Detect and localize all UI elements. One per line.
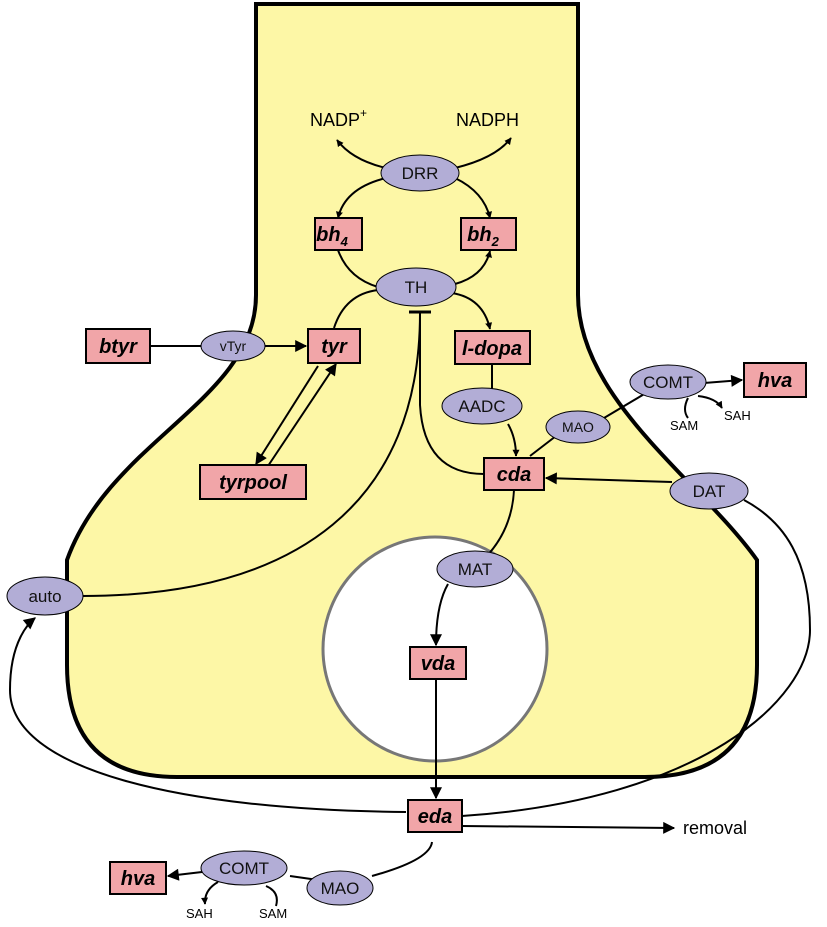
enzyme-label: COMT	[219, 859, 269, 878]
arrow-dat-to-cda	[544, 472, 673, 485]
inhibition-auto-to-th	[81, 312, 421, 597]
line-mao-to-comt	[603, 392, 647, 419]
arrow-mat-to-vda	[430, 583, 449, 647]
label-sah-top: SAH	[724, 408, 751, 423]
metabolite-vda[interactable]: vda	[409, 646, 467, 680]
metabolite-hva-bottom[interactable]: hva	[109, 861, 167, 895]
inhibition-cda-to-th	[419, 313, 485, 475]
enzyme-mao-bottom[interactable]: MAO	[306, 870, 374, 906]
enzyme-auto[interactable]: auto	[6, 576, 84, 616]
enzyme-label: TH	[405, 278, 428, 297]
label-nadph: NADPH	[456, 110, 519, 130]
metabolite-label: cda	[497, 464, 531, 486]
enzyme-label: vTyr	[220, 338, 247, 354]
line-eda-to-dat	[461, 499, 812, 817]
metabolite-cda[interactable]: cda	[483, 457, 545, 491]
metabolite-bh4[interactable]: bh4	[314, 217, 363, 251]
label-removal: removal	[683, 818, 747, 838]
arrow-tyr-to-tyrpool	[255, 365, 319, 466]
metabolite-label: vda	[421, 653, 455, 675]
line-cda-to-mao	[529, 435, 557, 457]
enzyme-aadc[interactable]: AADC	[441, 387, 523, 425]
metabolite-tyr[interactable]: tyr	[307, 328, 361, 364]
label-sah-bottom: SAH	[186, 906, 213, 921]
metabolite-label: tyr	[321, 336, 348, 358]
enzyme-comt-top[interactable]: COMT	[629, 364, 707, 400]
arrow-aadc-to-cda	[507, 423, 520, 457]
arrow-eda-to-auto	[8, 617, 407, 813]
arrow-th-to-bh2	[454, 250, 492, 285]
label-sam-top: SAM	[670, 418, 698, 433]
arc-bh4-to-th	[337, 249, 379, 288]
arrow-drr-to-bh2	[454, 177, 492, 219]
enzyme-th[interactable]: TH	[375, 267, 457, 307]
metabolite-label: hva	[121, 868, 155, 890]
label-sam-bottom: SAM	[259, 906, 287, 921]
enzyme-label: MAT	[458, 560, 493, 579]
metabolite-label: bh2	[467, 224, 499, 249]
metabolite-label: hva	[758, 370, 792, 392]
arrow-sah-top	[697, 395, 723, 409]
arrow-comt-to-hva	[703, 374, 744, 387]
enzyme-comt-bottom[interactable]: COMT	[200, 850, 288, 886]
enzyme-vtyr[interactable]: vTyr	[200, 330, 266, 362]
metabolite-label: bh4	[316, 224, 348, 249]
metabolite-hva-top[interactable]: hva	[743, 362, 807, 398]
enzyme-label: auto	[28, 587, 61, 606]
metabolite-tyrpool[interactable]: tyrpool	[199, 464, 307, 500]
arrow-drr-to-bh4	[336, 177, 387, 219]
line-sam-bottom	[265, 885, 278, 907]
arrow-sah-bottom	[201, 881, 219, 905]
metabolite-eda[interactable]: eda	[407, 799, 463, 833]
arrow-eda-to-removal	[461, 821, 676, 834]
metabolite-label: btyr	[99, 336, 138, 358]
enzyme-label: COMT	[643, 373, 693, 392]
metabolite-label: eda	[418, 806, 452, 828]
arrow-tyrpool-to-tyr	[267, 363, 337, 467]
enzyme-mat[interactable]: MAT	[436, 550, 514, 588]
enzyme-drr[interactable]: DRR	[380, 154, 460, 192]
enzyme-mao-top[interactable]: MAO	[545, 410, 611, 444]
enzyme-label: DRR	[402, 164, 439, 183]
label-nadp: NADP+	[310, 106, 367, 130]
metabolite-bh2[interactable]: bh2	[460, 217, 517, 251]
enzyme-label: AADC	[458, 397, 505, 416]
enzyme-label: MAO	[321, 879, 360, 898]
arrow-drr-to-nadp	[336, 139, 387, 169]
enzyme-dat[interactable]: DAT	[669, 472, 749, 510]
enzyme-label: MAO	[562, 419, 594, 435]
arrow-comt-to-hva-bottom	[166, 868, 203, 881]
metabolite-btyr[interactable]: btyr	[85, 328, 151, 364]
metabolite-ldopa[interactable]: l-dopa	[454, 330, 531, 365]
arc-tyr-to-th	[333, 289, 379, 329]
arrow-th-to-ldopa	[451, 292, 493, 330]
arrow-drr-to-nadph	[454, 137, 512, 169]
pathway-lines	[8, 137, 812, 907]
metabolite-label: tyrpool	[219, 472, 287, 494]
enzyme-label: DAT	[693, 482, 726, 501]
line-sam-top	[684, 397, 689, 419]
line-eda-to-mao	[371, 841, 433, 877]
metabolite-label: l-dopa	[462, 338, 522, 360]
